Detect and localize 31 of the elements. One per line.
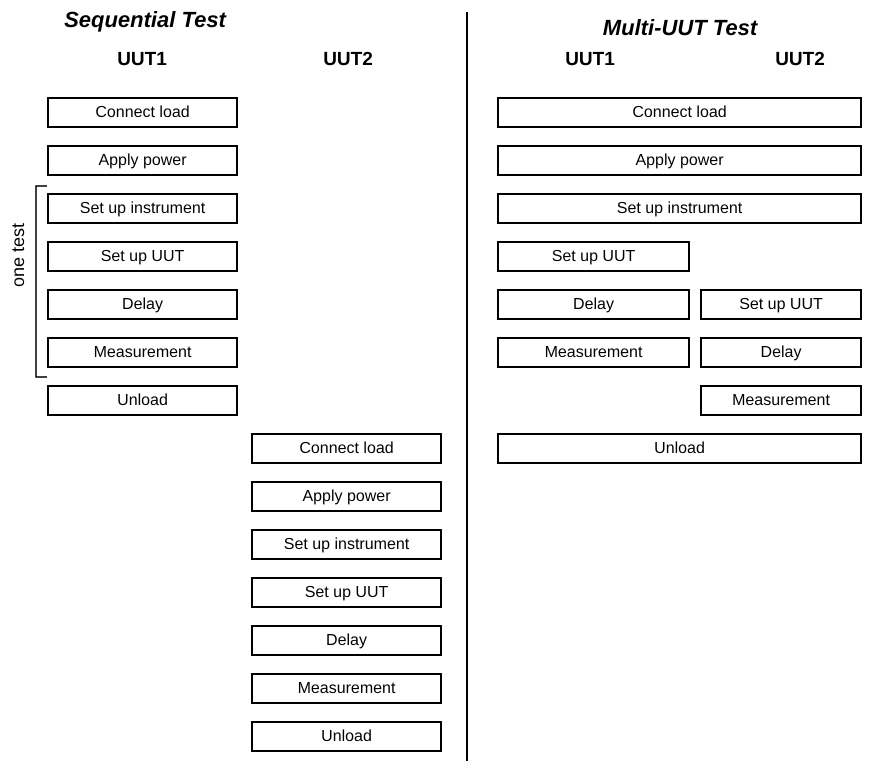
step-box: Measurement <box>700 385 862 416</box>
step-box: Delay <box>251 625 442 656</box>
step-box: Connect load <box>251 433 442 464</box>
step-box: Measurement <box>47 337 238 368</box>
step-box: Unload <box>251 721 442 752</box>
step-box: Set up instrument <box>251 529 442 560</box>
column-header: UUT2 <box>775 48 825 72</box>
step-box: Delay <box>497 289 690 320</box>
step-box: Unload <box>497 433 862 464</box>
section-title: Multi-UUT Test <box>602 14 758 42</box>
step-box: Apply power <box>47 145 238 176</box>
column-header: UUT2 <box>323 48 373 72</box>
column-header: UUT1 <box>565 48 615 72</box>
step-box: Delay <box>700 337 862 368</box>
step-box: Measurement <box>497 337 690 368</box>
step-box: Apply power <box>497 145 862 176</box>
step-box: Apply power <box>251 481 442 512</box>
step-box: Set up UUT <box>497 241 690 272</box>
step-box: Set up instrument <box>47 193 238 224</box>
step-box: Set up UUT <box>47 241 238 272</box>
step-box: Measurement <box>251 673 442 704</box>
step-box: Delay <box>47 289 238 320</box>
step-box: Set up UUT <box>700 289 862 320</box>
step-box: Set up instrument <box>497 193 862 224</box>
step-box: Set up UUT <box>251 577 442 608</box>
step-box: Connect load <box>47 97 238 128</box>
column-header: UUT1 <box>117 48 167 72</box>
bracket-label: one test <box>9 222 27 288</box>
step-box: Connect load <box>497 97 862 128</box>
step-box: Unload <box>47 385 238 416</box>
section-title: Sequential Test <box>64 6 226 34</box>
